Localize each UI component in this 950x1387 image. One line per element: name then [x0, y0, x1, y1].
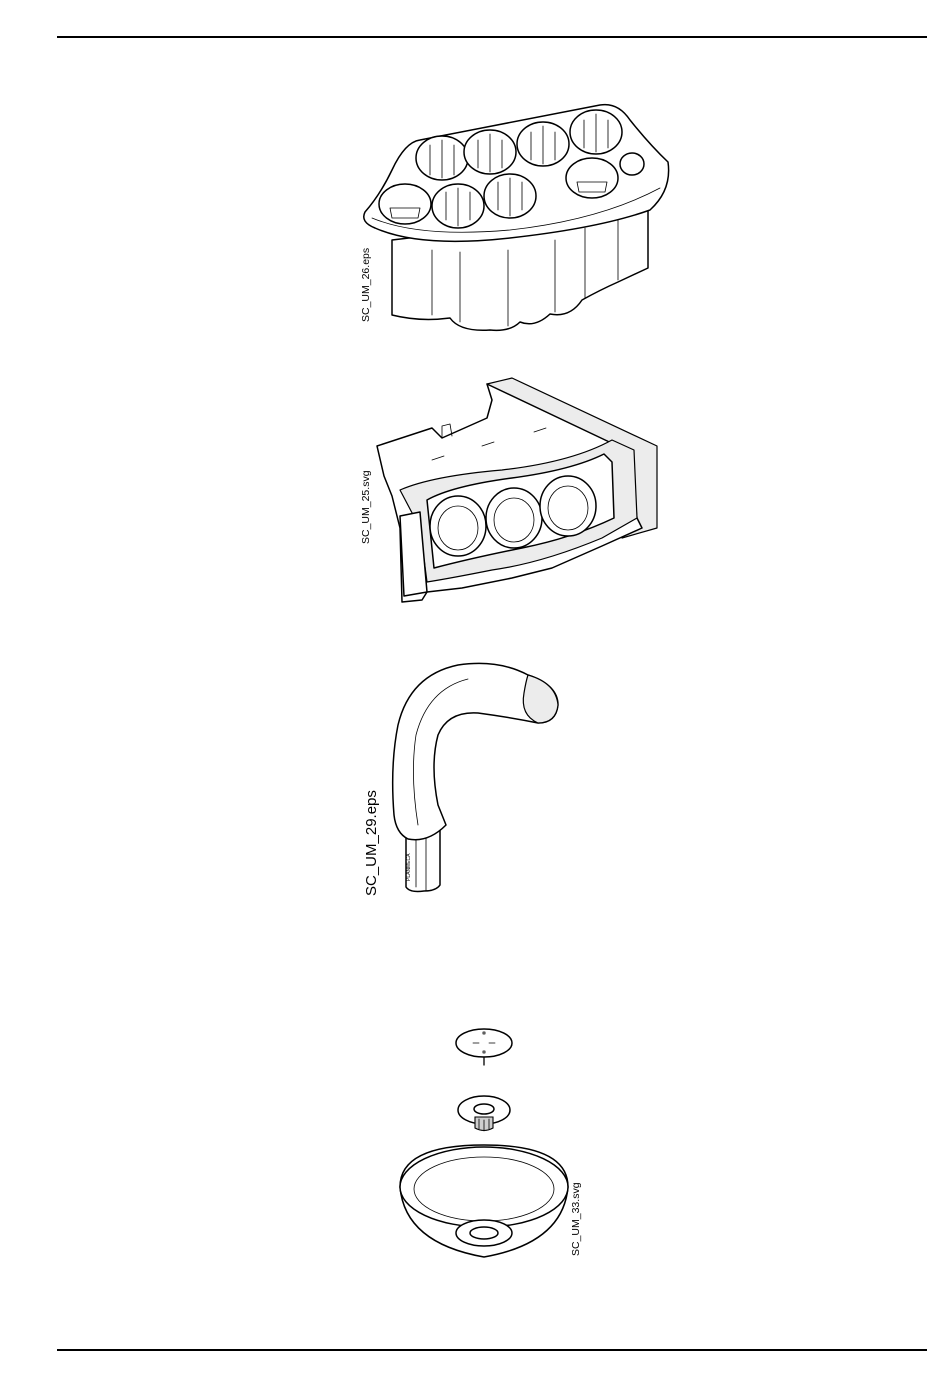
figure-instrument-tray [360, 100, 660, 340]
figure-label-2: SC_UM_25.svg [360, 470, 372, 544]
tube-holder-illustration [372, 378, 662, 608]
bottom-rule [57, 1349, 927, 1351]
top-rule [57, 36, 927, 38]
spout-marking: PLANMECA [406, 853, 412, 881]
figure-spittoon-bowl [395, 1025, 575, 1290]
figure-tube-holder [372, 378, 662, 608]
cup-filler-illustration: PLANMECA [388, 655, 568, 895]
figure-label-4: SC_UM_33.svg [570, 1182, 582, 1256]
figure-cup-filler: PLANMECA [388, 655, 568, 895]
instrument-tray-illustration [360, 100, 660, 340]
spittoon-bowl-illustration [395, 1025, 575, 1290]
figure-label-3: SC_UM_29.eps [363, 790, 380, 896]
figure-label-1: SC_UM_26.eps [360, 248, 372, 322]
